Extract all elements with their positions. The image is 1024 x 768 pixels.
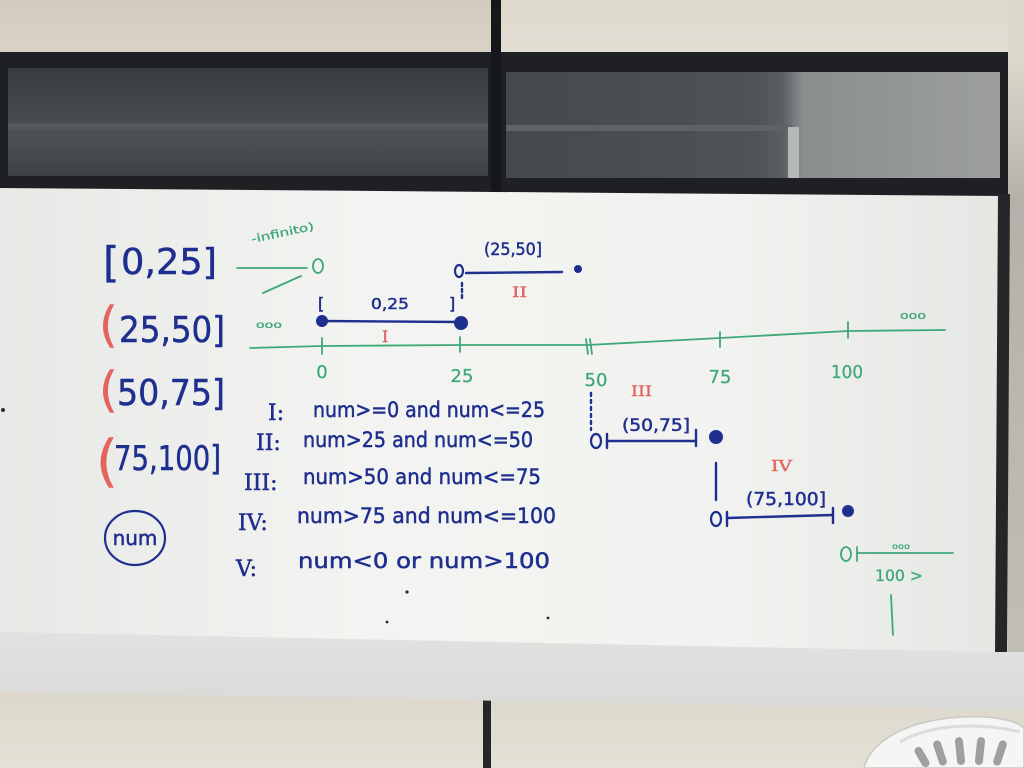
board-speck: [405, 590, 409, 594]
tick-label: 75: [709, 367, 732, 388]
segment-II-open-start: [453, 263, 465, 279]
interval-3-open-paren: (: [99, 362, 118, 418]
segment-III-open-start: [589, 432, 603, 450]
chair-slot: [954, 737, 966, 765]
interval-1-open-bracket: [: [103, 238, 119, 287]
chair-slot: [993, 740, 1007, 766]
segment-IV-open-start: [709, 510, 723, 528]
wall-right: [1008, 0, 1024, 768]
board-speck: [1, 408, 5, 412]
wall-upper-right: [500, 0, 1024, 60]
segment-IV: (75,100] IV: [709, 457, 854, 528]
segment-above-hundred: ooo 100 >: [840, 542, 954, 636]
interval-2-open-paren: (: [99, 297, 118, 353]
number-line-left-ellipsis: ooo: [256, 320, 282, 331]
segment-II-closed-end: [574, 265, 582, 273]
chair-back: [863, 715, 1024, 768]
segment-below-zero-note: -infinito): [250, 220, 315, 246]
condition-5-roman: V:: [235, 557, 257, 582]
segment-above-hundred-stroke: [890, 594, 894, 636]
segment-I-closed-start: [316, 315, 328, 327]
chair: [863, 715, 1024, 768]
condition-4-rule: num>75 and num<=100: [297, 504, 556, 528]
tick-label: 100: [831, 362, 863, 383]
segment-above-hundred-label: 100 >: [875, 566, 923, 585]
variable-name: num: [113, 526, 158, 550]
variable-circle: [103, 509, 167, 567]
segment-below-zero-stroke: [262, 275, 302, 294]
segment-below-zero-open-end: [312, 258, 324, 274]
condition-1-rule: num>=0 and num<=25: [313, 398, 545, 422]
segment-III-label: (50,75]: [622, 416, 690, 436]
interval-1-values: 0,25]: [121, 242, 217, 283]
segment-above-hundred-ellipsis: ooo: [892, 542, 910, 551]
window-pipe: [788, 127, 799, 178]
segment-I-label: 0,25: [371, 295, 409, 313]
segment-IV-label: (75,100]: [746, 489, 826, 510]
window-rail-left: [8, 124, 488, 133]
segment-IV-roman: IV: [771, 457, 793, 475]
segment-III-roman: III: [631, 384, 652, 400]
segment-I-closed-end: [454, 316, 468, 330]
segment-II-roman: II: [512, 285, 527, 301]
tick-label: 50: [585, 370, 608, 391]
tick-label: 0: [316, 362, 327, 383]
number-line: 0 25 50 75 100 ooo ooo: [249, 309, 946, 391]
segment-I: [ 0,25 ] I: [316, 294, 468, 346]
condition-list: I: num>=0 and num<=25 II: num>25 and num…: [235, 398, 557, 583]
condition-4-roman: IV:: [238, 511, 268, 536]
segment-above-hundred-open-start: [840, 546, 852, 562]
segment-I-close-bracket: ]: [449, 294, 455, 313]
segment-III: (50,75] III: [589, 384, 723, 450]
condition-2-rule: num>25 and num<=50: [303, 428, 533, 452]
segment-I-line: [320, 319, 462, 324]
wall-upper-left: [0, 0, 492, 56]
interval-4-values: 75,100]: [114, 439, 221, 479]
segment-I-roman: I: [382, 327, 388, 346]
interval-list: [ 0,25] ( 25,50] ( 50,75] ( 75,100]: [96, 238, 225, 494]
chair-slot: [974, 737, 986, 765]
segment-III-closed-end: [709, 430, 723, 444]
segment-II-line: [464, 270, 564, 275]
condition-3-rule: num>50 and num<=75: [303, 465, 541, 489]
condition-3-roman: III:: [244, 471, 277, 496]
tick-label: 25: [451, 366, 474, 387]
interval-2-values: 25,50]: [119, 310, 225, 351]
window-pane-left: [8, 68, 488, 176]
wall-divider-upper: [491, 0, 501, 196]
chair-slot: [933, 740, 947, 766]
wall-divider-lower: [483, 696, 491, 768]
segment-IV-closed-end: [842, 505, 854, 517]
interval-4-open-paren: (: [96, 429, 118, 494]
segment-II-label: (25,50]: [484, 240, 542, 260]
segment-IV-line: [725, 513, 835, 520]
segment-below-zero: -infinito): [236, 220, 324, 294]
number-line-tick: [589, 338, 593, 355]
number-line-tick: [585, 338, 589, 355]
interval-3-values: 50,75]: [117, 373, 225, 414]
board-speck: [385, 620, 389, 624]
condition-5-rule: num<0 or num>100: [298, 549, 550, 573]
board-speck: [546, 616, 550, 620]
chair-rim: [899, 724, 1021, 744]
window-rail-right: [506, 125, 792, 131]
condition-1-roman: I:: [268, 401, 284, 426]
number-line-right-ellipsis: ooo: [900, 309, 926, 322]
number-line-axis: [249, 329, 946, 349]
segment-I-open-bracket: [: [318, 294, 324, 313]
condition-2-roman: II:: [256, 431, 281, 456]
segment-II: (25,50] II: [453, 240, 582, 301]
chair-slot: [914, 746, 930, 768]
